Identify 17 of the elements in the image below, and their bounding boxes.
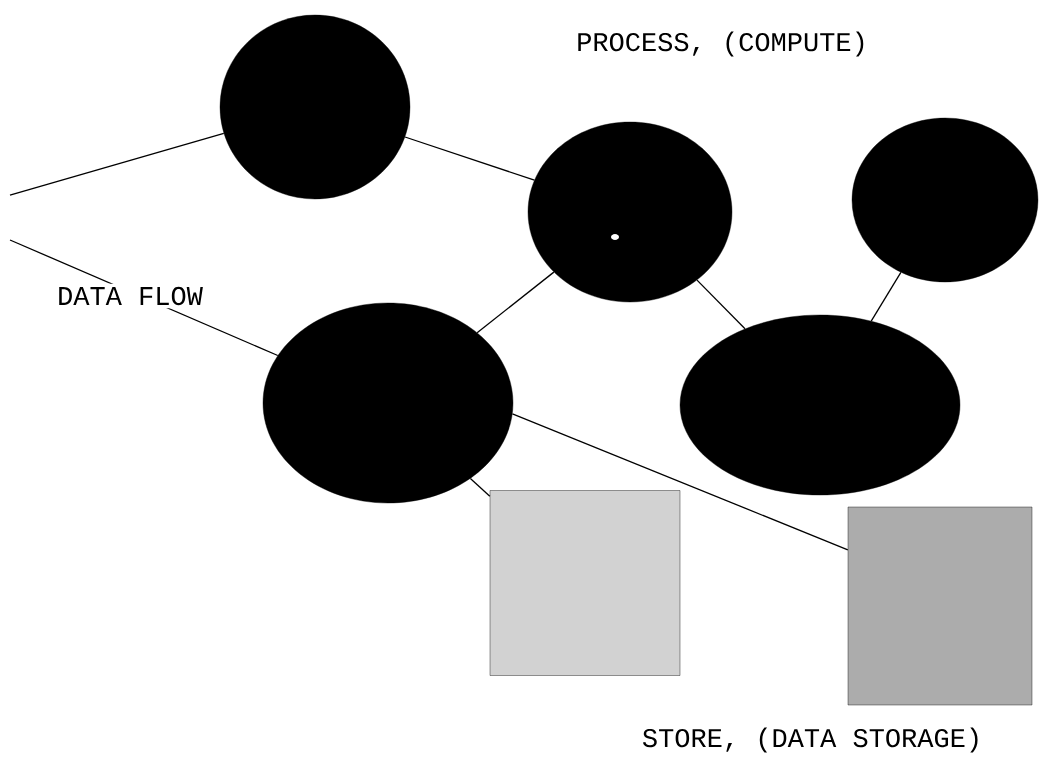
connector-line [511,413,849,551]
text-label: DATA FLOW [54,283,206,309]
connector-line [9,132,225,196]
store-box [489,490,681,676]
store-box [847,506,1033,706]
process-ellipse [851,117,1039,283]
connector-line [870,271,902,322]
connector-line [404,136,536,181]
connector-line [469,477,491,497]
process-ellipse [527,121,733,303]
process-ellipse [262,302,514,504]
connector-line [696,279,746,330]
text-label: STORE, (DATA STORAGE) [638,724,986,756]
connector-line [476,271,555,334]
process-ellipse [219,14,411,200]
process-ellipse [679,314,961,496]
text-label: PROCESS, (COMPUTE) [573,28,871,60]
